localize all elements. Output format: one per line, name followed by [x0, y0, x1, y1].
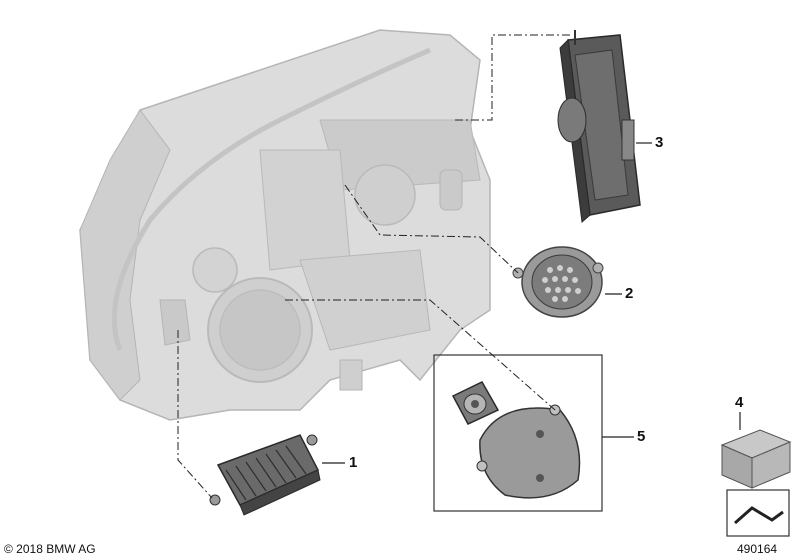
part-5-group-box — [433, 354, 603, 512]
callout-lines — [322, 142, 741, 464]
callout-1[interactable]: 1 — [349, 454, 358, 471]
part-5-cover[interactable] — [476, 404, 581, 499]
callout-4[interactable]: 4 — [735, 394, 744, 411]
part-3-control-unit[interactable] — [557, 30, 641, 223]
part-2-led-module[interactable] — [512, 246, 604, 318]
headlight-housing — [79, 29, 491, 421]
callout-3[interactable]: 3 — [655, 134, 664, 151]
led-array-dots — [542, 265, 581, 302]
part-4-package[interactable] — [720, 429, 792, 489]
part-1-heat-sink[interactable] — [209, 434, 321, 516]
diagram-reference-icon — [726, 489, 790, 537]
callout-5[interactable]: 5 — [637, 428, 646, 445]
part-5-fan[interactable] — [451, 381, 500, 425]
diagram-number: 490164 — [737, 542, 778, 556]
copyright-text: © 2018 BMW AG — [4, 542, 96, 556]
callout-2[interactable]: 2 — [625, 285, 634, 302]
leader-lines — [177, 34, 572, 499]
